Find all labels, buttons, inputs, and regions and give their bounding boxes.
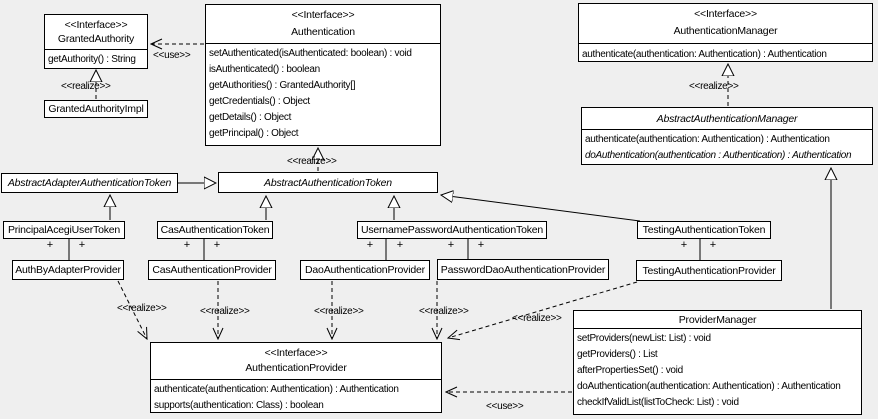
class-abstract-adapter-authentication-token[interactable]: AbstractAdapterAuthenticationToken [1, 173, 178, 193]
method: supports(authentication: Class) : boolea… [154, 400, 324, 411]
class-username-password-authentication-token[interactable]: UsernamePasswordAuthenticationToken [357, 221, 547, 239]
class-name: TestingAuthenticationToken [642, 224, 766, 236]
association-end-plus: + [366, 239, 374, 251]
class-name: AuthenticationManager [673, 25, 778, 37]
class-authentication-manager[interactable]: <<Interface>> AuthenticationManager auth… [578, 3, 873, 62]
association-end-plus: + [46, 239, 54, 251]
class-name: CasAuthenticationProvider [152, 264, 272, 276]
method: getPrincipal() : Object [209, 128, 299, 139]
method: authenticate(authentication: Authenticat… [582, 49, 827, 60]
realize-label: <<realize>> [512, 313, 562, 324]
association-end-plus: + [477, 239, 485, 251]
class-name: GrantedAuthority [57, 33, 135, 45]
class-name: AbstractAuthenticationManager [656, 113, 798, 125]
realize-line [117, 280, 147, 339]
method: setProviders(newList: List) : void [577, 333, 711, 344]
class-name: ProviderManager [678, 314, 757, 326]
class-name: TestingAuthenticationProvider [642, 264, 776, 277]
class-granted-authority-impl[interactable]: GrantedAuthorityImpl [44, 100, 148, 118]
method: getCredentials() : Object [209, 96, 310, 107]
association-end-plus: + [447, 239, 455, 251]
stereotype: <<Interface>> [291, 9, 355, 21]
class-cas-authentication-token[interactable]: CasAuthenticationToken [157, 221, 273, 239]
class-authentication-provider[interactable]: <<Interface>> AuthenticationProvider aut… [150, 342, 442, 413]
class-provider-manager[interactable]: ProviderManager setProviders(newList: Li… [573, 310, 862, 415]
class-principal-acegi-user-token[interactable]: PrincipalAcegiUserToken [3, 221, 125, 239]
method-abstract: doAuthentication(authentication : Authen… [585, 150, 852, 161]
association-end-plus: + [680, 239, 688, 251]
class-name: GrantedAuthorityImpl [48, 103, 144, 115]
class-password-dao-authentication-provider[interactable]: PasswordDaoAuthenticationProvider [437, 259, 609, 280]
association-end-plus: + [183, 239, 191, 251]
method: afterPropertiesSet() : void [577, 365, 683, 376]
method: getAuthority() : String [48, 54, 136, 65]
use-label: <<use>> [486, 401, 524, 412]
class-authentication[interactable]: <<Interface>> Authentication setAuthenti… [205, 4, 441, 146]
method: authenticate(authentication: Authenticat… [585, 134, 830, 145]
class-testing-authentication-provider[interactable]: TestingAuthenticationProvider [636, 260, 782, 281]
association-end-plus: + [709, 239, 717, 251]
stereotype: <<Interface>> [264, 347, 328, 359]
realize-label: <<realize>> [419, 306, 469, 317]
method: doAuthentication(authentication: Authent… [577, 381, 841, 392]
class-cas-authentication-provider[interactable]: CasAuthenticationProvider [148, 260, 276, 280]
class-name: Authentication [291, 26, 355, 38]
method: authenticate(authentication: Authenticat… [154, 384, 399, 395]
class-abstract-authentication-manager[interactable]: AbstractAuthenticationManager authentica… [581, 107, 873, 165]
method: setAuthenticated(isAuthenticated: boolea… [209, 48, 412, 59]
class-abstract-authentication-token[interactable]: AbstractAuthenticationToken [218, 172, 438, 193]
realize-label: <<realize>> [117, 303, 167, 314]
realize-line [448, 281, 638, 338]
association-end-plus: + [213, 239, 221, 251]
use-label: <<use>> [153, 50, 191, 61]
association-end-plus: + [78, 239, 86, 251]
class-granted-authority[interactable]: <<Interface>> GrantedAuthority getAuthor… [44, 14, 148, 69]
method: getDetails() : Object [209, 112, 292, 123]
class-name: PasswordDaoAuthenticationProvider [440, 263, 606, 276]
class-name: AbstractAdapterAuthenticationToken [7, 177, 172, 189]
class-name: CasAuthenticationToken [160, 224, 270, 236]
class-auth-by-adapter-provider[interactable]: AuthByAdapterProvider [12, 260, 124, 280]
generalization-line [441, 195, 641, 222]
realize-label: <<realize>> [689, 81, 739, 92]
association-end-plus: + [396, 239, 404, 251]
class-testing-authentication-token[interactable]: TestingAuthenticationToken [637, 221, 771, 239]
method: getAuthorities() : GrantedAuthority[] [209, 80, 356, 91]
realize-label: <<realize>> [200, 306, 250, 317]
realize-label: <<realize>> [314, 306, 364, 317]
class-name: AuthByAdapterProvider [15, 264, 121, 276]
method: getProviders() : List [577, 349, 658, 360]
stereotype: <<Interface>> [694, 8, 757, 20]
class-dao-authentication-provider[interactable]: DaoAuthenticationProvider [300, 260, 430, 280]
stereotype: <<Interface>> [64, 19, 128, 31]
method: checkIfValidList(listToCheck: List) : vo… [577, 397, 739, 408]
realize-label: <<realize>> [287, 156, 337, 167]
class-name: AuthenticationProvider [245, 362, 347, 374]
class-name: AbstractAuthenticationToken [264, 176, 392, 189]
realize-label: <<realize>> [61, 81, 111, 92]
class-name: DaoAuthenticationProvider [305, 264, 425, 276]
class-name: PrincipalAcegiUserToken [7, 224, 121, 236]
method: isAuthenticated() : boolean [209, 64, 320, 75]
class-name: UsernamePasswordAuthenticationToken [360, 224, 544, 236]
